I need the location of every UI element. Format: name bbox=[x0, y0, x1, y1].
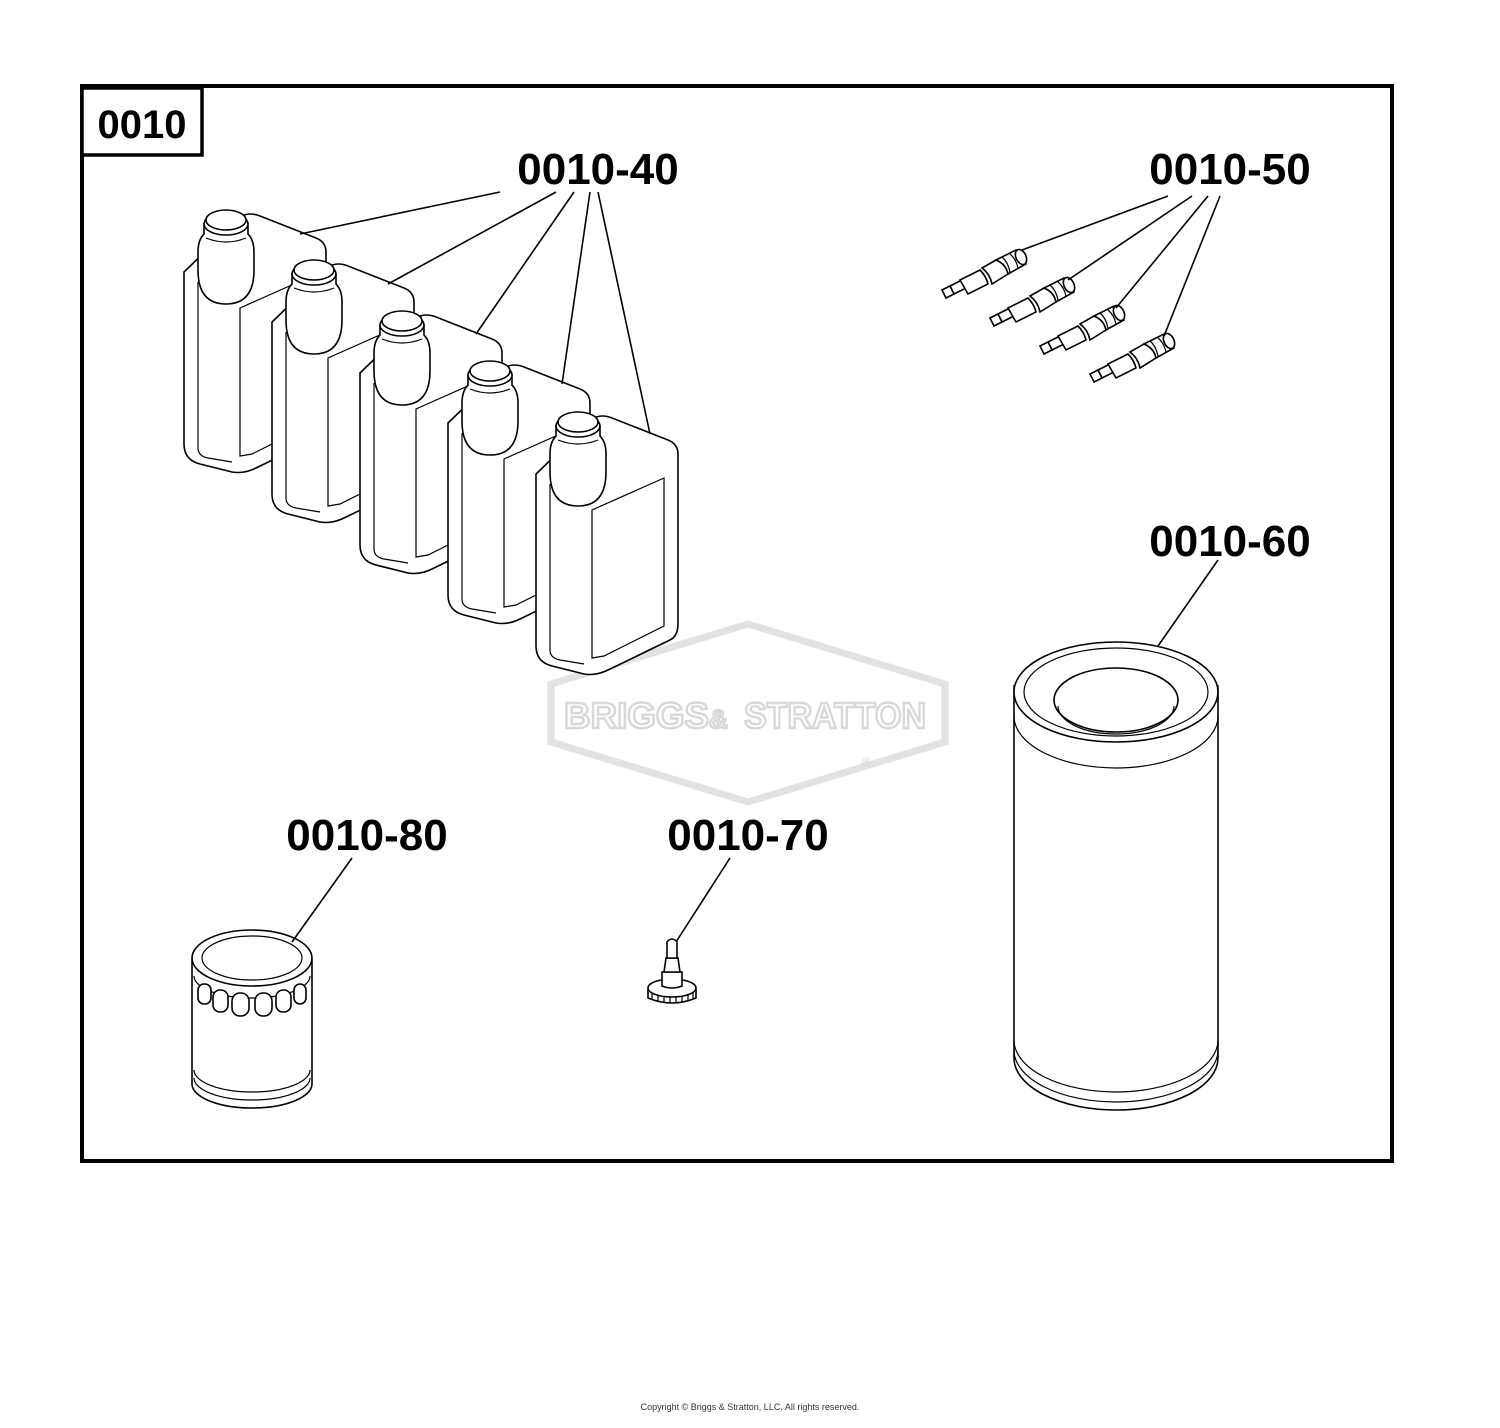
callout-label: 0010-70 bbox=[667, 811, 828, 860]
watermark-right: STRATTON bbox=[744, 695, 926, 736]
leader-lines-plugs bbox=[1021, 195, 1221, 337]
oil-bottles bbox=[183, 209, 679, 676]
watermark-left: BRIGGS bbox=[564, 695, 709, 736]
spark-plug bbox=[941, 246, 1030, 299]
leader-lines-oil bbox=[299, 191, 651, 435]
section-code: 0010 bbox=[98, 103, 187, 147]
spark-plugs bbox=[941, 246, 1178, 383]
watermark-logo: BRIGGS & STRATTON ® bbox=[547, 620, 949, 806]
leader-line-drain-valve bbox=[675, 857, 731, 943]
callout-label: 0010-40 bbox=[517, 145, 678, 194]
leader-line-oil-filter bbox=[291, 857, 353, 943]
diagram-border bbox=[80, 84, 1394, 1163]
watermark-amp: & bbox=[709, 704, 728, 734]
spark-plug bbox=[1039, 302, 1128, 355]
air-filter bbox=[1013, 641, 1219, 1111]
drain-valve bbox=[647, 938, 697, 1004]
callout-label: 0010-60 bbox=[1149, 517, 1310, 566]
leader-line-air-filter bbox=[1157, 559, 1219, 647]
oil-bottle bbox=[535, 411, 679, 676]
section-box bbox=[80, 86, 204, 157]
spark-plug bbox=[1089, 330, 1178, 383]
watermark-mark: ® bbox=[862, 755, 871, 769]
callout-label: 0010-80 bbox=[286, 811, 447, 860]
oil-filter bbox=[191, 929, 313, 1109]
copyright-footer: Copyright © Briggs & Stratton, LLC. All … bbox=[640, 1402, 860, 1412]
spark-plug bbox=[989, 274, 1078, 327]
callout-label: 0010-50 bbox=[1149, 145, 1310, 194]
